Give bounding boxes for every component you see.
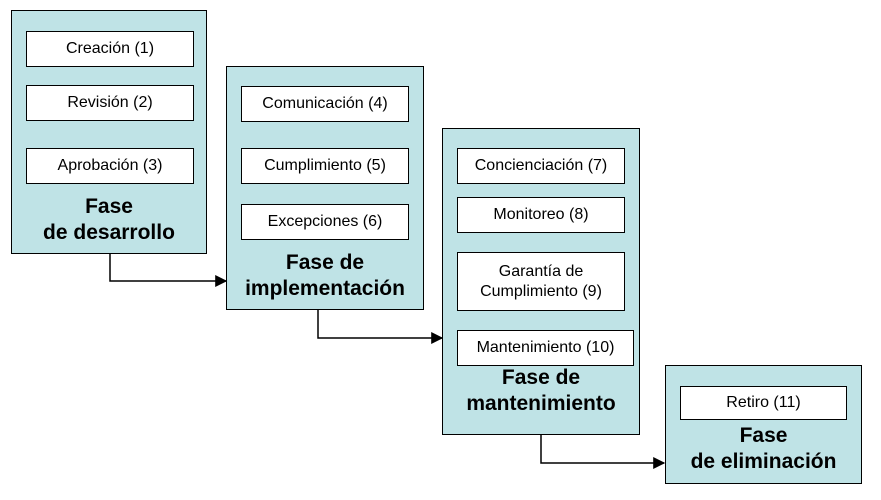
step-revision: Revisión (2): [26, 85, 194, 121]
arrow-phase3-phase4: [540, 435, 666, 469]
arrow-phase1-phase2: [109, 254, 228, 287]
step-mantenimiento: Mantenimiento (10): [457, 330, 634, 366]
step-cumplimiento: Cumplimiento (5): [241, 148, 409, 184]
step-creacion: Creación (1): [26, 31, 194, 67]
phase-title-mantenimiento: Fase de mantenimiento: [466, 366, 616, 415]
phase-title-eliminacion: Fase de eliminación: [690, 424, 837, 473]
phase-eliminacion: [665, 365, 862, 484]
step-comunicacion: Comunicación (4): [241, 86, 409, 122]
step-retiro: Retiro (11): [680, 386, 847, 420]
step-monitoreo: Monitoreo (8): [457, 197, 625, 233]
step-garantia-cumplimiento: Garantía de Cumplimiento (9): [457, 252, 625, 311]
phase-title-desarrollo: Fase de desarrollo: [43, 195, 175, 244]
arrow-phase2-phase3: [317, 310, 444, 344]
step-aprobacion: Aprobación (3): [26, 148, 194, 184]
step-concienciacion: Concienciación (7): [457, 148, 625, 184]
step-excepciones: Excepciones (6): [241, 204, 409, 240]
phase-title-implementacion: Fase de implementación: [245, 251, 405, 300]
